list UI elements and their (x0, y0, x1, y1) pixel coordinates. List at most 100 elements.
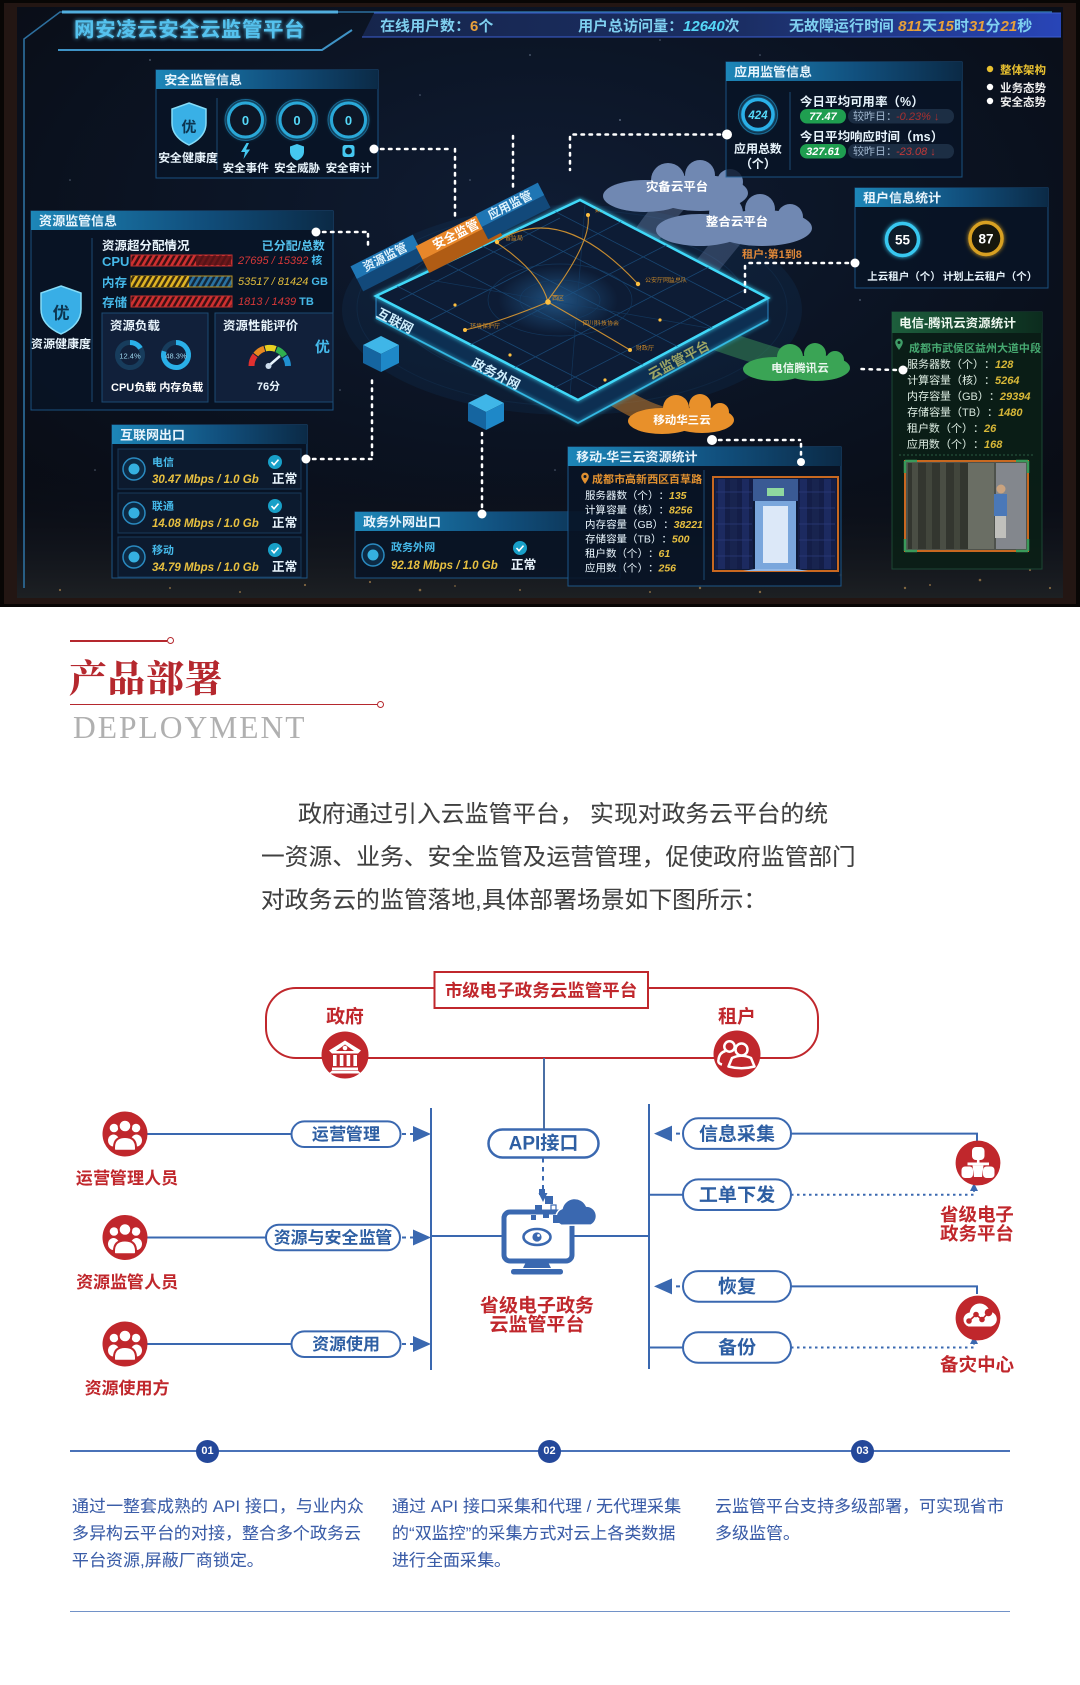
svg-text:资源监管人员: 资源监管人员 (76, 1273, 178, 1292)
svg-text:今日平均响应时间（ms）: 今日平均响应时间（ms） (800, 129, 943, 144)
svg-text:电信-腾讯云资源统计: 电信-腾讯云资源统计 (899, 316, 1016, 331)
svg-text:在线用户数：6个: 在线用户数：6个 (380, 17, 493, 35)
svg-text:30.47 Mbps / 1.0 Gb: 30.47 Mbps / 1.0 Gb (152, 474, 259, 486)
svg-text:CPU: CPU (102, 254, 129, 269)
svg-text:34.79 Mbps / 1.0 Gb: 34.79 Mbps / 1.0 Gb (152, 562, 259, 574)
svg-text:网安凌云安全云监管平台: 网安凌云安全云监管平台 (74, 19, 305, 42)
svg-text:资源与安全监管: 资源与安全监管 (274, 1228, 393, 1248)
svg-text:安全事件: 安全事件 (223, 161, 269, 175)
svg-text:内存: 内存 (102, 276, 128, 290)
svg-text:资源使用方: 资源使用方 (85, 1378, 170, 1398)
svg-text:较昨日：: 较昨日： (853, 110, 897, 123)
svg-text:77.47: 77.47 (809, 111, 837, 123)
svg-text:租户:第1到8: 租户:第1到8 (742, 248, 802, 261)
svg-text:安全威胁: 安全威胁 (274, 161, 320, 175)
svg-text:市级电子政务云监管平台: 市级电子政务云监管平台 (445, 981, 638, 1001)
svg-text:12.4%: 12.4% (119, 352, 141, 361)
svg-text:安全健康度: 安全健康度 (158, 151, 218, 165)
svg-text:76分: 76分 (257, 380, 280, 393)
svg-text:正常: 正常 (272, 472, 297, 486)
svg-text:优: 优 (315, 338, 330, 356)
svg-text:已分配/总数: 已分配/总数 (262, 239, 325, 253)
svg-text:（个）: （个） (740, 157, 776, 171)
svg-text:较昨日：: 较昨日： (853, 145, 897, 158)
svg-text:互联网出口: 互联网出口 (120, 428, 185, 443)
svg-text:灾备云平台: 灾备云平台 (646, 180, 709, 194)
svg-text:工单下发: 工单下发 (699, 1185, 775, 1207)
svg-text:-0.23% ↓: -0.23% ↓ (896, 111, 939, 123)
svg-text:应用数（个）：168: 应用数（个）：168 (907, 438, 1003, 451)
svg-text:联通: 联通 (152, 500, 174, 513)
svg-text:87: 87 (978, 232, 993, 247)
svg-text:备灾中心: 备灾中心 (940, 1354, 1015, 1375)
svg-text:内存容量（GB）：38221: 内存容量（GB）：38221 (585, 518, 703, 531)
svg-text:资源使用: 资源使用 (312, 1335, 380, 1354)
svg-text:西区: 西区 (552, 295, 564, 302)
svg-text:资源监管信息: 资源监管信息 (39, 214, 117, 229)
svg-text:资源健康度: 资源健康度 (31, 337, 91, 351)
svg-text:正常: 正常 (272, 516, 297, 530)
svg-text:财政厅: 财政厅 (636, 344, 655, 352)
svg-text:资源负载: 资源负载 (110, 319, 161, 333)
svg-text:移动-华三云资源统计: 移动-华三云资源统计 (576, 450, 697, 465)
svg-text:安全监管信息: 安全监管信息 (164, 73, 242, 88)
svg-text:-23.08 ↓: -23.08 ↓ (896, 146, 936, 158)
svg-text:1813 / 1439 TB: 1813 / 1439 TB (238, 296, 314, 308)
svg-text:环境保护厅: 环境保护厅 (470, 322, 501, 330)
svg-text:成都市武侯区益州大道中段: 成都市武侯区益州大道中段 (909, 342, 1041, 355)
svg-text:327.61: 327.61 (806, 146, 840, 158)
svg-text:电信腾讯云: 电信腾讯云 (771, 362, 829, 375)
svg-text:安全态势: 安全态势 (1000, 95, 1046, 109)
svg-text:四川科技协会: 四川科技协会 (583, 319, 620, 327)
svg-text:应用数（个）：256: 应用数（个）：256 (585, 562, 676, 575)
svg-text:移动华三云: 移动华三云 (653, 413, 711, 427)
svg-text:0: 0 (293, 113, 300, 128)
svg-text:租户信息统计: 租户信息统计 (863, 191, 941, 206)
svg-text:备份: 备份 (718, 1337, 756, 1359)
svg-text:云监管平台: 云监管平台 (489, 1314, 584, 1336)
svg-text:内存容量（GB）：29394: 内存容量（GB）：29394 (907, 390, 1031, 403)
svg-text:租户: 租户 (718, 1006, 756, 1028)
svg-text:存储容量（TB）：1480: 存储容量（TB）：1480 (907, 406, 1023, 419)
svg-text:租户数（个）：26: 租户数（个）：26 (907, 422, 997, 435)
svg-text:安全审计: 安全审计 (326, 161, 372, 175)
svg-text:电信: 电信 (152, 456, 174, 469)
svg-text:0: 0 (242, 113, 249, 128)
svg-text:整合云平台: 整合云平台 (706, 215, 769, 229)
svg-text:计划上云租户（个）: 计划上云租户（个） (943, 270, 1038, 283)
svg-text:成都市高新西区百草路: 成都市高新西区百草路 (592, 473, 703, 486)
svg-text:应用总数: 应用总数 (734, 142, 782, 156)
svg-text:省监局: 省监局 (505, 234, 523, 242)
svg-text:服务器数（个）：128: 服务器数（个）：128 (907, 358, 1014, 371)
svg-text:计算容量（核）：8256: 计算容量（核）：8256 (585, 504, 693, 517)
svg-text:无故障运行时间 811天15时31分21秒: 无故障运行时间 811天15时31分21秒 (789, 18, 1032, 35)
svg-text:应用监管信息: 应用监管信息 (734, 65, 812, 80)
svg-text:省级电子政务: 省级电子政务 (480, 1295, 594, 1317)
svg-text:资源超分配情况: 资源超分配情况 (102, 239, 190, 253)
svg-text:计算容量（核）：5264: 计算容量（核）：5264 (907, 374, 1019, 387)
svg-text:公安厅网监总队: 公安厅网监总队 (645, 276, 687, 284)
svg-text:优: 优 (181, 118, 196, 136)
svg-text:租户数（个）：61: 租户数（个）：61 (585, 548, 670, 560)
svg-text:存储容量（TB）：500: 存储容量（TB）：500 (585, 533, 690, 546)
svg-text:27695 / 15392 核: 27695 / 15392 核 (237, 254, 322, 267)
svg-text:恢复: 恢复 (718, 1276, 756, 1298)
svg-text:今日平均可用率（%）: 今日平均可用率（%） (800, 94, 924, 109)
svg-text:上云租户（个）: 上云租户（个） (867, 270, 941, 283)
svg-text:14.08 Mbps / 1.0 Gb: 14.08 Mbps / 1.0 Gb (152, 518, 259, 530)
svg-text:政务平台: 政务平台 (939, 1223, 1014, 1244)
svg-text:运营管理: 运营管理 (312, 1125, 380, 1144)
svg-text:信息采集: 信息采集 (699, 1124, 775, 1146)
svg-text:政务外网出口: 政务外网出口 (363, 515, 441, 530)
svg-text:48.3%: 48.3% (165, 352, 187, 361)
svg-text:424: 424 (747, 110, 768, 122)
svg-text:移动: 移动 (152, 544, 174, 557)
svg-text:省级电子: 省级电子 (940, 1204, 1014, 1225)
svg-text:资源性能评价: 资源性能评价 (223, 318, 299, 333)
svg-text:存储: 存储 (102, 296, 128, 310)
svg-text:0: 0 (345, 113, 352, 128)
svg-text:CPU负载 内存负载: CPU负载 内存负载 (111, 381, 203, 394)
svg-text:正常: 正常 (511, 558, 536, 572)
svg-text:服务器数（个）：135: 服务器数（个）：135 (585, 490, 687, 502)
svg-text:55: 55 (895, 233, 911, 248)
